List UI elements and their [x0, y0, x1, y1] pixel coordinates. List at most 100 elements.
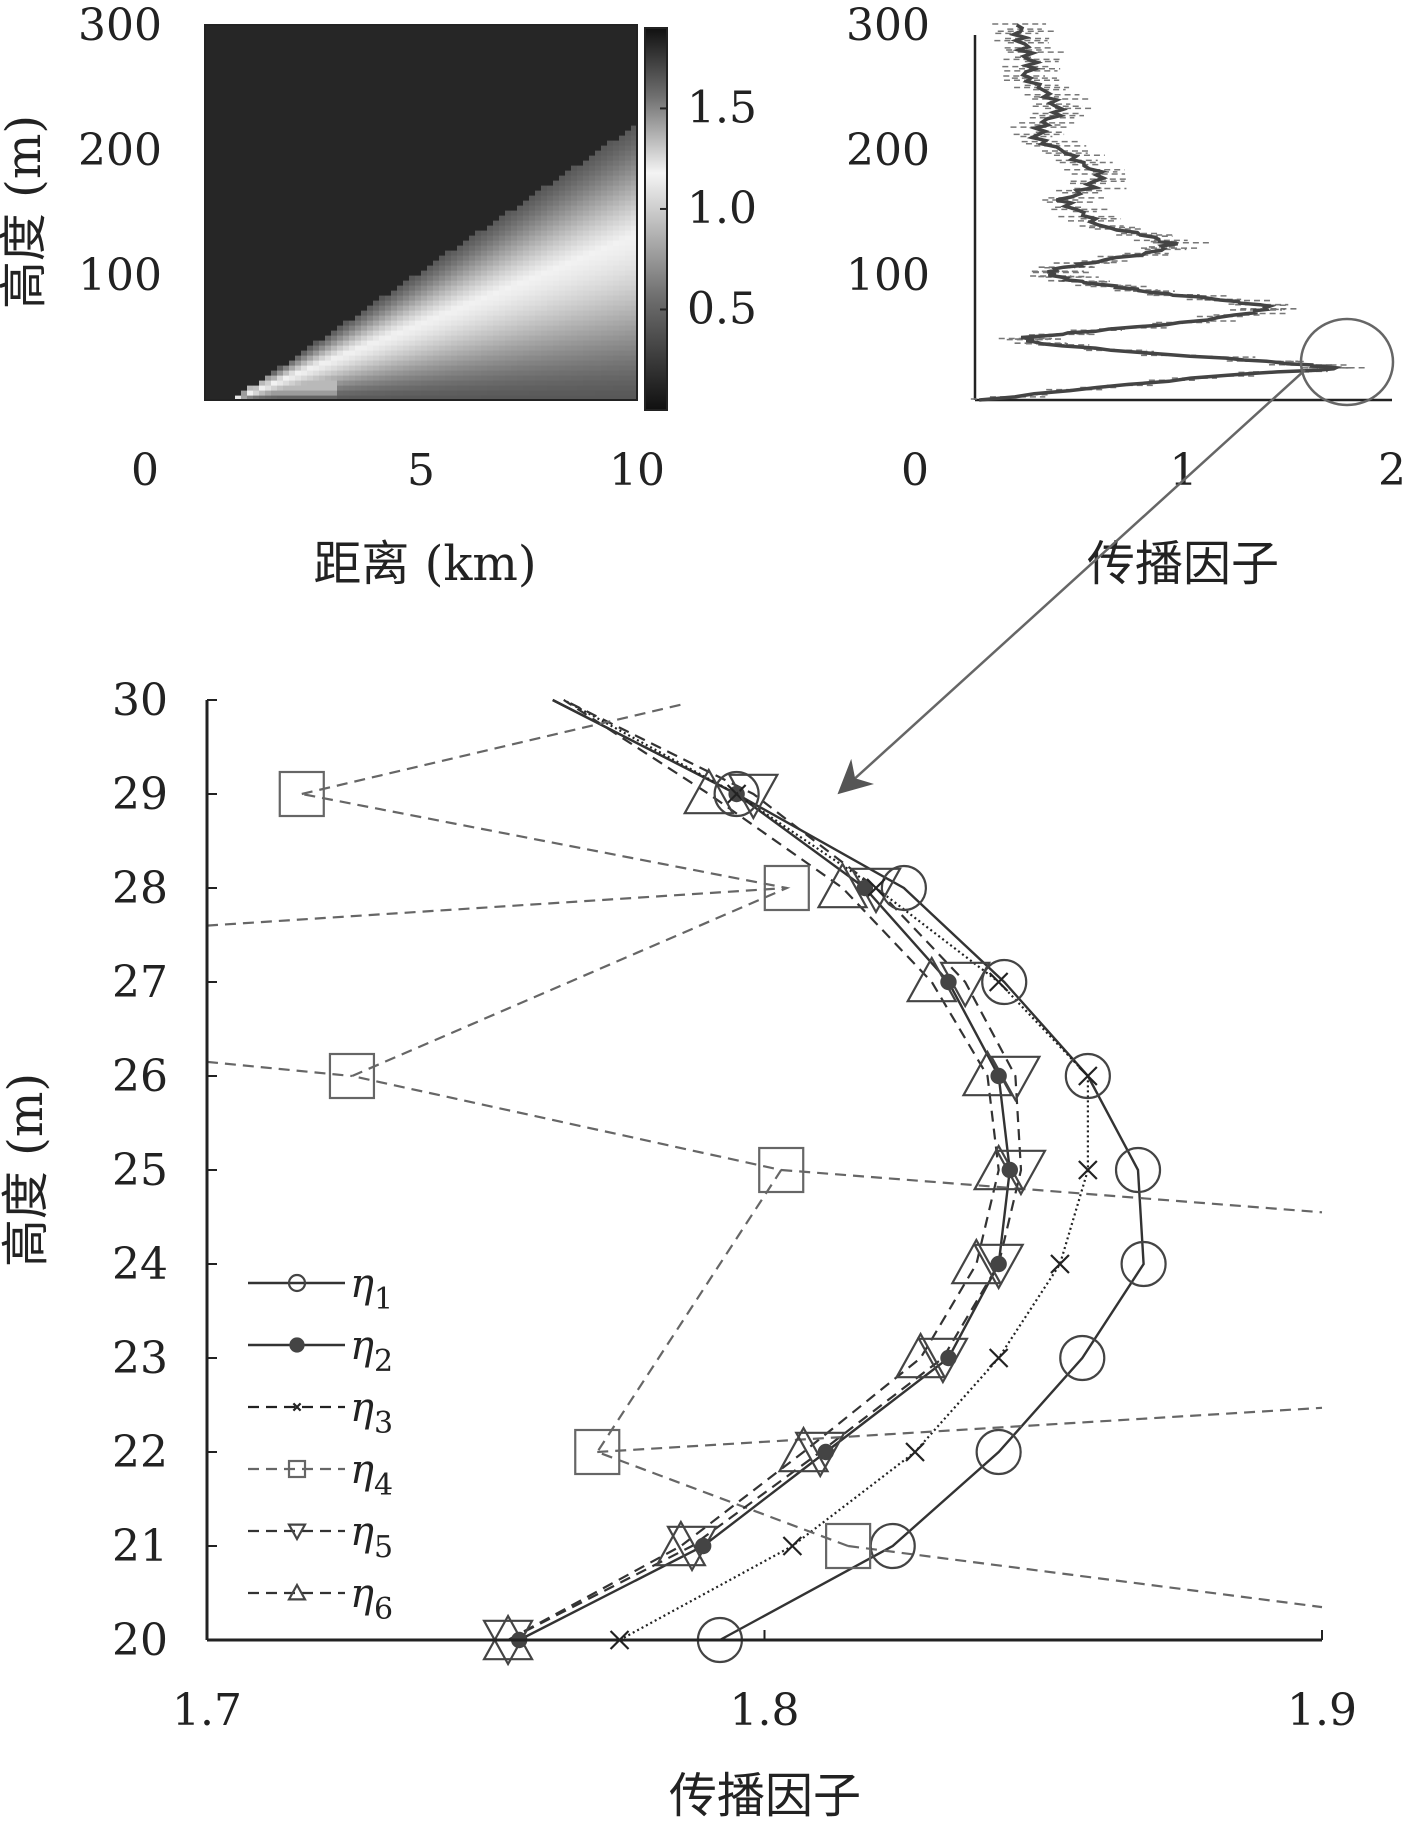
heatmap-cell: [223, 340, 230, 346]
heatmap-cell: [463, 255, 470, 261]
heatmap-cell: [391, 90, 398, 96]
heatmap-cell: [595, 340, 602, 346]
heatmap-cell: [565, 35, 572, 41]
heatmap-cell: [487, 30, 494, 36]
heatmap-cell: [331, 375, 338, 381]
heatmap-cell: [403, 295, 410, 301]
heatmap-cell: [325, 200, 332, 206]
heatmap-cell: [313, 200, 320, 206]
heatmap-cell: [355, 120, 362, 126]
heatmap-cell: [553, 225, 560, 231]
heatmap-cell: [397, 155, 404, 161]
heatmap-cell: [445, 375, 452, 381]
heatmap-cell: [379, 60, 386, 66]
heatmap-cell: [445, 30, 452, 36]
heatmap-cell: [457, 40, 464, 46]
heatmap-cell: [601, 290, 608, 296]
heatmap-cell: [439, 105, 446, 111]
heatmap-cell: [325, 40, 332, 46]
heatmap-cell: [367, 390, 374, 396]
heatmap-cell: [415, 235, 422, 241]
heatmap-cell: [511, 385, 518, 391]
heatmap-cell: [565, 365, 572, 371]
heatmap-cell: [295, 390, 302, 396]
heatmap-cell: [337, 25, 344, 31]
heatmap-cell: [313, 215, 320, 221]
heatmap-cell: [229, 80, 236, 86]
heatmap-cell: [337, 30, 344, 36]
heatmap-cell: [319, 345, 326, 351]
heatmap-cell: [451, 240, 458, 246]
heatmap-cell: [553, 80, 560, 86]
heatmap-cell: [367, 360, 374, 366]
heatmap-cell: [355, 370, 362, 376]
heatmap-cell: [313, 80, 320, 86]
heatmap-cell: [493, 50, 500, 56]
heatmap-cell: [259, 290, 266, 296]
heatmap-cell: [307, 390, 314, 396]
heatmap-cell: [421, 25, 428, 31]
heatmap-cell: [367, 210, 374, 216]
heatmap-cell: [253, 145, 260, 151]
heatmap-cell: [445, 330, 452, 336]
heatmap-cell: [505, 330, 512, 336]
heatmap-cell: [301, 250, 308, 256]
heatmap-cell: [457, 225, 464, 231]
heatmap-cell: [481, 95, 488, 101]
heatmap-cell: [481, 110, 488, 116]
heatmap-cell: [433, 255, 440, 261]
heatmap-cell: [217, 235, 224, 241]
heatmap-cell: [433, 190, 440, 196]
heatmap-cell: [361, 255, 368, 261]
heatmap-cell: [247, 290, 254, 296]
heatmap-cell: [577, 335, 584, 341]
heatmap-cell: [265, 290, 272, 296]
heatmap-cell: [487, 390, 494, 396]
heatmap-cell: [253, 130, 260, 136]
heatmap-cell: [547, 215, 554, 221]
heatmap-cell: [445, 220, 452, 226]
heatmap-cell: [433, 160, 440, 166]
heatmap-cell: [211, 280, 218, 286]
heatmap-cell: [583, 320, 590, 326]
heatmap-cell: [457, 105, 464, 111]
heatmap-cell: [271, 110, 278, 116]
heatmap-cell: [283, 105, 290, 111]
heatmap-cell: [445, 385, 452, 391]
heatmap-cell: [277, 55, 284, 61]
heatmap-cell: [511, 75, 518, 81]
heatmap-cell: [469, 155, 476, 161]
heatmap-cell: [421, 370, 428, 376]
heatmap-cell: [445, 190, 452, 196]
heatmap-cell: [301, 165, 308, 171]
heatmap-cell: [457, 200, 464, 206]
heatmap-cell: [379, 210, 386, 216]
heatmap-cell: [253, 90, 260, 96]
heatmap-cell: [499, 200, 506, 206]
heatmap-cell: [457, 185, 464, 191]
heatmap-cell: [445, 90, 452, 96]
heatmap-cell: [205, 195, 212, 201]
heatmap-cell: [463, 100, 470, 106]
heatmap-cell: [469, 295, 476, 301]
heatmap-cell: [499, 235, 506, 241]
heatmap-cell: [265, 340, 272, 346]
heatmap-cell: [241, 165, 248, 171]
heatmap-cell: [211, 125, 218, 131]
heatmap-cell: [241, 190, 248, 196]
heatmap-cell: [301, 385, 308, 391]
heatmap-cell: [349, 60, 356, 66]
heatmap-cell: [433, 345, 440, 351]
heatmap-cell: [505, 260, 512, 266]
heatmap-cell: [541, 215, 548, 221]
heatmap-cell: [475, 105, 482, 111]
heatmap-cell: [379, 25, 386, 31]
heatmap-cell: [331, 330, 338, 336]
heatmap-cell: [493, 230, 500, 236]
heatmap-cell: [355, 285, 362, 291]
heatmap-cell: [211, 180, 218, 186]
heatmap-cell: [409, 145, 416, 151]
heatmap-cell: [367, 160, 374, 166]
heatmap-cell: [517, 260, 524, 266]
heatmap-cell: [553, 195, 560, 201]
